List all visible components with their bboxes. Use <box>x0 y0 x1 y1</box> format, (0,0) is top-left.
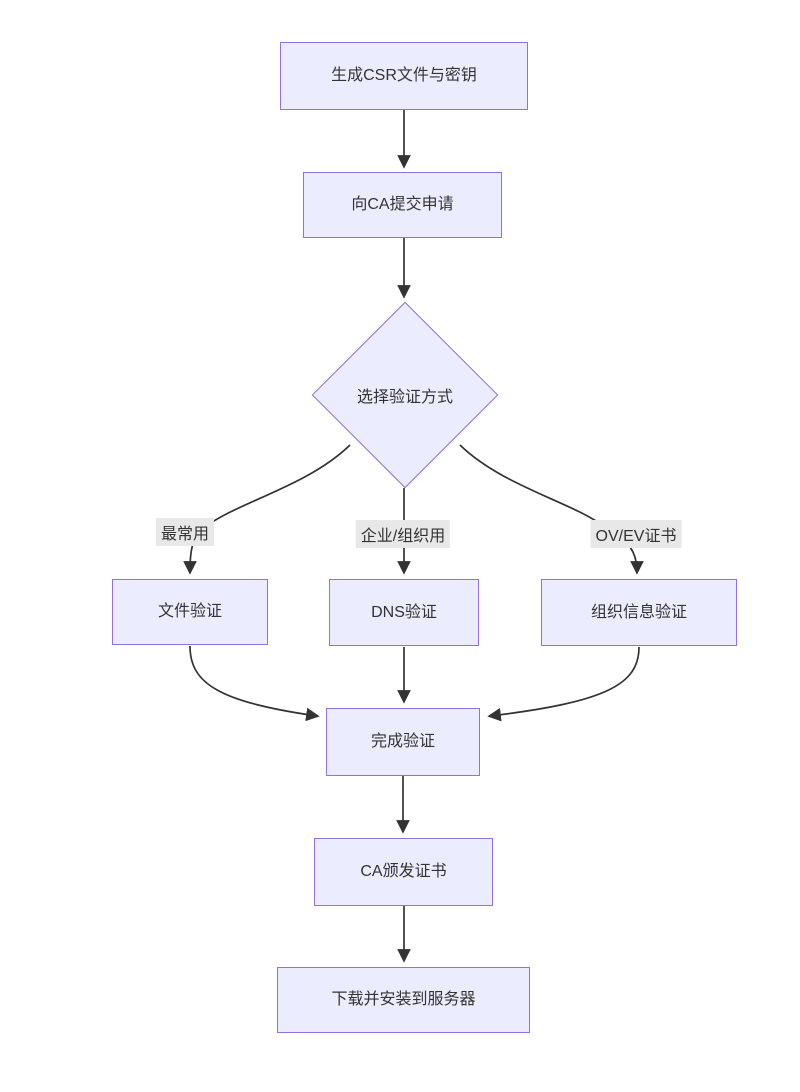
node-issue-certificate: CA颁发证书 <box>314 838 493 906</box>
node-dns-validation: DNS验证 <box>329 579 479 646</box>
node-install-server: 下载并安装到服务器 <box>277 967 530 1033</box>
edge-choose-to-org <box>459 444 644 575</box>
edge-file-to-complete <box>189 645 320 722</box>
edge-label-ov-ev: OV/EV证书 <box>590 520 682 548</box>
node-choose-method-label: 选择验证方式 <box>356 389 453 406</box>
node-choose-method: 选择验证方式 <box>311 301 499 489</box>
edge-org-to-complete <box>487 646 640 722</box>
edge-label-enterprise: 企业/组织用 <box>355 520 451 548</box>
node-org-validation: 组织信息验证 <box>541 579 737 646</box>
edge-choose-to-file <box>183 444 351 575</box>
node-generate-csr: 生成CSR文件与密钥 <box>280 42 528 110</box>
node-file-validation: 文件验证 <box>112 579 268 645</box>
node-complete-validation: 完成验证 <box>326 708 480 776</box>
node-submit-ca: 向CA提交申请 <box>303 172 502 238</box>
edge-label-most-common: 最常用 <box>155 518 215 546</box>
